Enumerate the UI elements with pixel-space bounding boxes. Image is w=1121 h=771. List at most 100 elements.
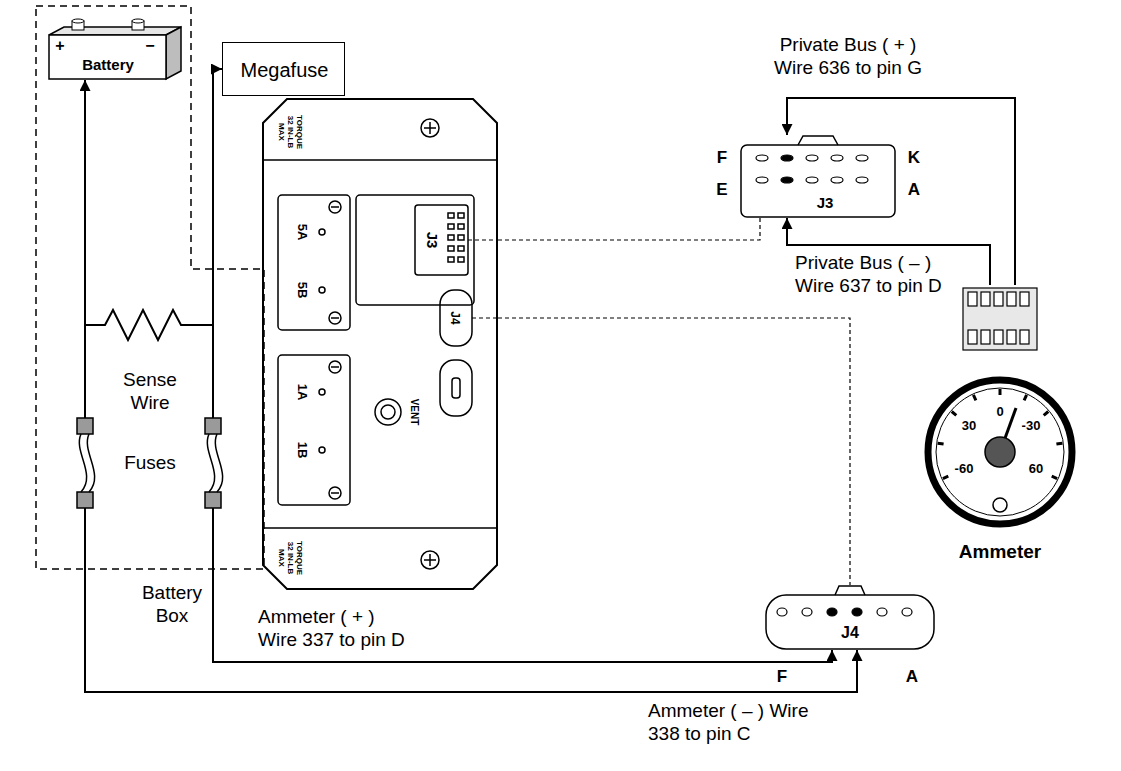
battery-wiring xyxy=(85,80,213,570)
j3-pins xyxy=(806,177,818,183)
node-text: TORQUE 32 IN-LB MAX xyxy=(276,113,304,151)
module-details xyxy=(381,405,395,419)
ammeter-terminal-block xyxy=(968,292,977,306)
module-details xyxy=(440,360,472,416)
terminal-sign: + xyxy=(55,36,64,55)
wire-label: Private Bus ( – ) Wire 637 to pin D xyxy=(795,252,960,298)
j4-connector: J4 xyxy=(765,585,935,650)
module-details xyxy=(331,317,339,319)
module-details xyxy=(319,229,325,235)
node-text: 5B xyxy=(294,282,310,299)
battery-outline xyxy=(49,27,181,35)
module-details xyxy=(331,206,339,208)
ammeter-terminal-block xyxy=(1020,292,1029,306)
module-details xyxy=(415,205,468,275)
node-text: 5A xyxy=(294,224,310,241)
harness-link xyxy=(498,318,850,585)
module-details xyxy=(331,366,339,368)
fuse-symbol xyxy=(77,492,93,508)
ammeter-terminal-block xyxy=(968,330,977,344)
part-label: Sense Wire xyxy=(115,369,185,415)
j4-pins xyxy=(802,608,812,616)
battery-outline xyxy=(166,27,181,79)
fuse-symbol xyxy=(207,434,222,492)
module-details xyxy=(421,551,439,569)
node-text: VENT xyxy=(408,399,420,426)
ammeter-terminal-block xyxy=(963,288,1037,350)
module-details xyxy=(448,246,454,251)
module-details xyxy=(329,361,341,373)
battery-wiring xyxy=(212,268,214,418)
node-text: TORQUE 32 IN-LB MAX xyxy=(276,539,304,577)
battery: Battery xyxy=(48,18,183,80)
pin-label: E xyxy=(716,180,727,200)
node-text: J4 xyxy=(448,311,462,324)
module-details xyxy=(458,224,464,229)
j4-pins xyxy=(852,608,862,616)
node-text: -30 xyxy=(1022,418,1041,434)
control-module-outline xyxy=(262,98,498,590)
module-details xyxy=(375,399,401,425)
j3-pins xyxy=(831,177,843,183)
wire-label: Ammeter ( – ) Wire 338 to pin C xyxy=(648,700,813,746)
node-text: 30 xyxy=(962,418,976,434)
node-text: Battery Box xyxy=(132,582,212,628)
module-details xyxy=(319,287,325,293)
module-details xyxy=(458,213,464,218)
module-details xyxy=(278,195,350,330)
module-details xyxy=(262,160,498,528)
node-text: 0 xyxy=(996,404,1003,420)
ammeter-terminal-block xyxy=(981,330,990,344)
fuse-symbol xyxy=(79,434,94,492)
fuse-symbol xyxy=(205,492,221,508)
ammeter-terminal-block xyxy=(1007,292,1016,306)
node-text: 60 xyxy=(1029,461,1043,477)
wire xyxy=(213,69,222,268)
node-text: Megafuse xyxy=(241,58,329,82)
pin-label: F xyxy=(717,148,727,168)
node-text: J4 xyxy=(841,623,859,642)
pin-label: F xyxy=(777,667,787,687)
node-text: -60 xyxy=(955,461,974,477)
node-text: 1A xyxy=(294,384,310,401)
module-details xyxy=(424,122,436,134)
battery-outline xyxy=(132,19,144,23)
j3-pins xyxy=(756,177,768,183)
j3-pins xyxy=(781,177,793,183)
module-details xyxy=(331,492,339,494)
sense-wire xyxy=(85,310,213,340)
ammeter-terminal-block xyxy=(994,292,1003,306)
module-details xyxy=(448,224,454,229)
module-details xyxy=(278,355,350,505)
part-label: Fuses xyxy=(124,452,176,475)
module-details xyxy=(356,195,474,305)
module-details xyxy=(458,235,464,240)
terminal-sign: − xyxy=(145,36,154,55)
sense-wire xyxy=(85,310,213,340)
wire-label: Private Bus ( + ) Wire 636 to pin G xyxy=(763,34,933,80)
node-text: J3 xyxy=(817,194,834,212)
ammeter-dial xyxy=(938,389,1063,479)
j4-pins xyxy=(877,608,887,616)
module-details xyxy=(448,235,454,240)
fuse-symbol xyxy=(77,418,223,508)
module-details xyxy=(329,201,341,213)
node-text: J3 xyxy=(423,232,441,249)
node-text: Ammeter xyxy=(959,541,1041,564)
wire-label: Ammeter ( + ) Wire 337 to pin D xyxy=(258,606,418,652)
fuse-symbol xyxy=(77,418,93,434)
ammeter-dial xyxy=(928,380,1072,524)
battery-wiring xyxy=(84,508,86,570)
j3-connector-outline xyxy=(798,136,838,145)
fuse-box: Megafuse xyxy=(222,42,345,96)
module-details xyxy=(319,389,325,395)
ammeter-dial xyxy=(985,437,1015,467)
j3-connector: J3 xyxy=(740,135,896,218)
fuse-symbol xyxy=(205,418,221,434)
control-module: TORQUE 32 IN-LB MAX 5A 5B J3J4 1A 1B VENT TORQU… xyxy=(262,98,498,590)
j3-pins xyxy=(756,155,768,161)
pin-label: A xyxy=(906,667,918,687)
j4-pins xyxy=(777,608,787,616)
node-text: 1B xyxy=(294,442,310,459)
